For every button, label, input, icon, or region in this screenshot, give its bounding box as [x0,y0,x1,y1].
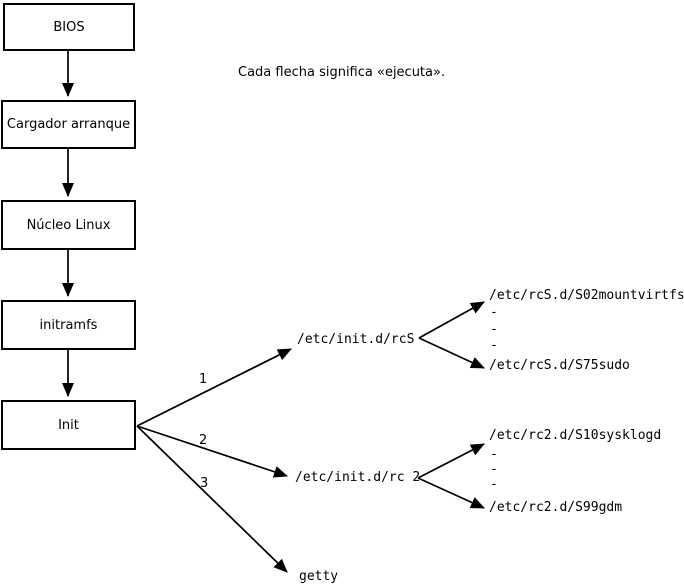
script-rc2: /etc/init.d/rc 2 [295,470,421,485]
arrow-rcs-to-first-script [418,301,485,339]
box-bootloader: Cargador arranque [1,100,136,149]
arrow-rc2-to-first-script [417,443,485,479]
note-arrow-meaning: Cada flecha significa «ejecuta». [238,65,446,80]
script-rcs: /etc/init.d/rcS [297,332,415,347]
box-bios: BIOS [3,3,135,51]
rcs-first-script: /etc/rcS.d/S02mountvirtfs [489,288,684,303]
rcs-ellipsis-dash: - [490,338,498,353]
box-kernel: Núcleo Linux [1,200,136,250]
rc2-ellipsis-dash: - [490,477,498,492]
rc2-ellipsis-dash: - [490,462,498,477]
arrow-init-to-getty [136,425,288,573]
arrow-rcs-to-last-script [418,337,485,369]
arrow-init-to-rc2 [136,425,288,478]
rc2-first-script: /etc/rc2.d/S10sysklogd [489,428,662,443]
rcs-last-script: /etc/rcS.d/S75sudo [489,358,630,373]
arrow-rc2-to-last-script [417,477,485,509]
rcs-ellipsis-dash: - [490,322,498,337]
arrow-init-to-rcs [136,348,292,427]
branch-label-1: 1 [199,372,208,387]
rc2-last-script: /etc/rc2.d/S99gdm [489,500,623,515]
branch-label-2: 2 [199,433,208,448]
branch-label-3: 3 [200,476,209,491]
box-initramfs: initramfs [1,300,136,350]
rcs-ellipsis-dash: - [490,305,498,320]
box-init: Init [1,400,136,450]
script-getty: getty [299,569,339,584]
rc2-ellipsis-dash: - [490,447,498,462]
